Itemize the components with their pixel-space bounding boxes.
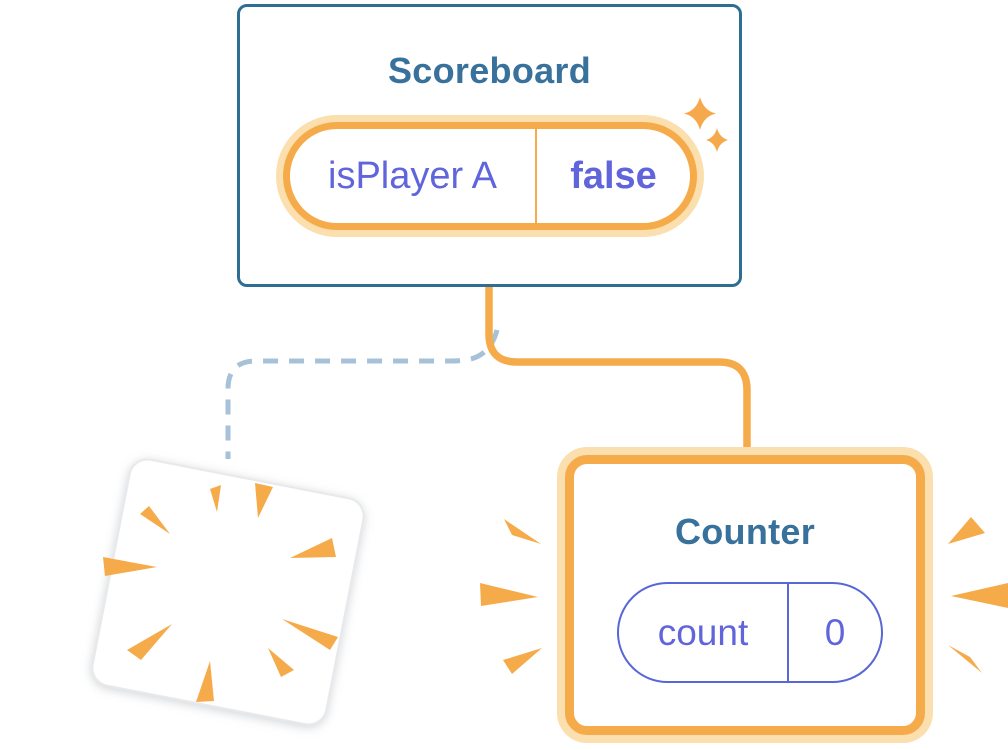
solid-connector-line [485,283,751,452]
state-key-label: count [657,611,749,653]
scoreboard-title: Scoreboard [387,50,592,91]
poof-burst-icon [103,483,338,702]
dashed-connector-line [225,329,500,459]
poof-card [91,458,365,726]
counter-component-card: Counter count 0 [565,455,925,735]
pill-divider [535,129,537,223]
state-value-label: false [570,154,657,197]
pill-divider [787,584,789,681]
state-key-label: isPlayer A [328,154,497,197]
scoreboard-state-pill: isPlayer A false [283,122,697,230]
counter-title: Counter [674,511,816,552]
scoreboard-component-card: Scoreboard isPlayer A false [237,4,742,287]
counter-state-pill: count 0 [617,582,883,683]
state-value-label: 0 [824,611,846,653]
